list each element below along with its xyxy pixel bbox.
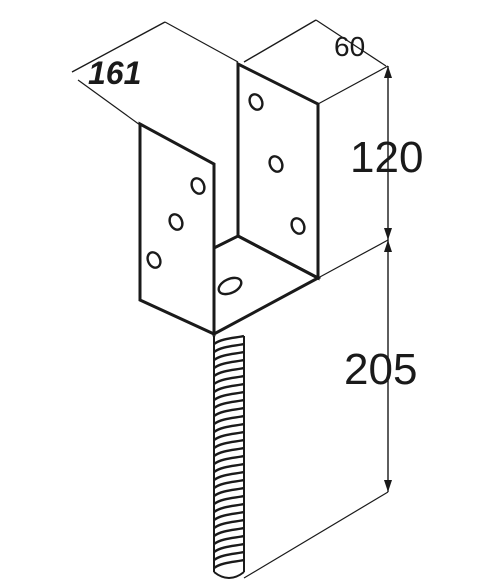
base-plate-hole xyxy=(217,276,243,296)
bracket-inner-edge xyxy=(213,235,239,249)
rod-thread-ridge xyxy=(213,486,245,498)
depth-dimension-line xyxy=(243,19,317,63)
rod-thread-ridge xyxy=(213,470,245,482)
rod-thread-ridge xyxy=(213,414,245,426)
rod-thread-ridge xyxy=(213,542,245,554)
rod-thread-ridge xyxy=(213,430,245,442)
height-dimension-label: 120 xyxy=(350,133,423,182)
width-dimension: 161 xyxy=(71,21,239,126)
back-plate-hole xyxy=(290,217,306,235)
rod-thread-ridge xyxy=(213,438,245,450)
height-dimension: 120 xyxy=(317,65,423,279)
rod-thread-ridge xyxy=(213,462,245,474)
height-arrow-bottom-icon xyxy=(384,228,392,240)
rod-thread-ridge xyxy=(213,518,245,530)
rod-thread-ridge xyxy=(213,334,245,346)
bracket-base-plate xyxy=(212,234,322,337)
threaded-rod xyxy=(213,334,245,579)
width-dimension-label: 161 xyxy=(88,55,141,91)
rod-thread-ridge xyxy=(213,342,245,354)
rod-thread-ridge xyxy=(213,502,245,514)
rod-thread-ridge xyxy=(213,422,245,434)
rod-thread-ridge xyxy=(213,406,245,418)
rod-thread-ridge xyxy=(213,478,245,490)
rod-end xyxy=(213,571,245,579)
rod-thread-ridge xyxy=(213,374,245,386)
rod-thread-ridge xyxy=(213,398,245,410)
rod-thread-ridge xyxy=(213,446,245,458)
height-extension-bottom xyxy=(317,239,389,279)
width-extension-left xyxy=(77,79,141,126)
front-plate-hole xyxy=(168,213,184,231)
depth-dimension-label: 60 xyxy=(334,31,365,62)
depth-extension-right xyxy=(315,19,387,67)
rod-arrow-top-icon xyxy=(384,240,392,252)
rod-thread-ridge xyxy=(213,494,245,506)
rod-thread-ridge xyxy=(213,510,245,522)
rod-arrow-bottom-icon xyxy=(384,480,392,492)
width-extension-right xyxy=(164,21,239,63)
height-arrow-top-icon xyxy=(384,66,392,78)
rod-thread-ridge xyxy=(213,390,245,402)
back-plate-hole xyxy=(268,155,284,173)
rod-thread-ridge xyxy=(213,534,245,546)
rod-length-dimension: 205 xyxy=(243,240,417,579)
rod-thread-ridge xyxy=(213,526,245,538)
rod-thread-ridge xyxy=(213,382,245,394)
rod-thread-ridge xyxy=(213,358,245,370)
rod-thread-ridge xyxy=(213,454,245,466)
bracket-front-plate xyxy=(138,121,216,337)
rod-thread-ridge xyxy=(213,366,245,378)
rod-thread-ridge xyxy=(213,558,245,570)
front-plate-hole xyxy=(190,177,206,195)
back-plate-hole xyxy=(248,93,264,111)
height-extension-top xyxy=(317,65,389,105)
front-plate-hole xyxy=(146,251,162,269)
depth-dimension: 60 xyxy=(243,19,387,67)
width-dimension-line xyxy=(71,21,166,73)
u-bracket xyxy=(138,61,322,337)
rod-length-dimension-label: 205 xyxy=(344,345,417,394)
rod-thread-ridge xyxy=(213,350,245,362)
rod-thread-ridge xyxy=(213,550,245,562)
rod-extension-bottom xyxy=(243,491,389,579)
